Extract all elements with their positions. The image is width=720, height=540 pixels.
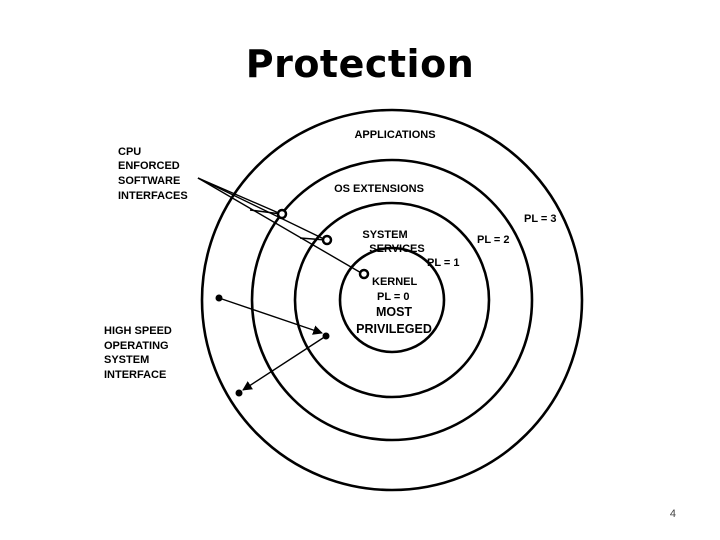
label-cpu-line2: ENFORCED	[118, 160, 180, 172]
label-hs-line4: INTERFACE	[104, 369, 166, 381]
label-hs-line1: HIGH SPEED	[104, 325, 172, 337]
cpu-pointer-gate-pl2	[197, 177, 327, 241]
label-most: MOST	[376, 305, 412, 319]
ring-pl1	[293, 201, 491, 399]
gate-stub-pl3	[249, 209, 282, 215]
label-cpu-line4: INTERFACES	[118, 190, 188, 202]
hs-dot-middle	[322, 332, 330, 340]
hs-dot-start	[215, 294, 223, 302]
slide-title: Protection	[245, 42, 475, 86]
hs-dot-end	[235, 389, 243, 397]
label-privileged: PRIVILEGED	[356, 322, 432, 336]
hs-arrow-in	[218, 297, 323, 335]
label-pl1: PL = 1	[427, 257, 460, 269]
label-os-extensions: OS EXTENSIONS	[334, 183, 424, 195]
label-applications: APPLICATIONS	[354, 129, 435, 141]
label-hs-line2: OPERATING	[104, 340, 169, 352]
label-cpu-line1: CPU	[118, 146, 141, 158]
call-gate-pl3	[276, 208, 288, 220]
label-kernel: KERNEL	[372, 276, 418, 288]
label-pl2: PL = 2	[477, 234, 510, 246]
ring-pl2	[250, 158, 534, 442]
cpu-pointer-gate-pl1	[197, 177, 364, 275]
ring-pl0	[338, 246, 446, 354]
call-gate-pl1	[358, 268, 370, 280]
label-cpu-line3: SOFTWARE	[118, 175, 180, 187]
call-gate-pl2	[321, 234, 333, 246]
hs-arrow-out	[242, 335, 327, 391]
ring-pl3	[200, 108, 584, 492]
page-number: 4	[669, 508, 676, 520]
label-kernel-pl: PL = 0	[377, 291, 410, 303]
gate-stub-pl2	[299, 237, 327, 241]
label-pl3: PL = 3	[524, 213, 557, 225]
label-hs-line3: SYSTEM	[104, 354, 149, 366]
label-system-line2: SERVICES	[369, 243, 424, 255]
label-system-line1: SYSTEM	[362, 229, 407, 241]
